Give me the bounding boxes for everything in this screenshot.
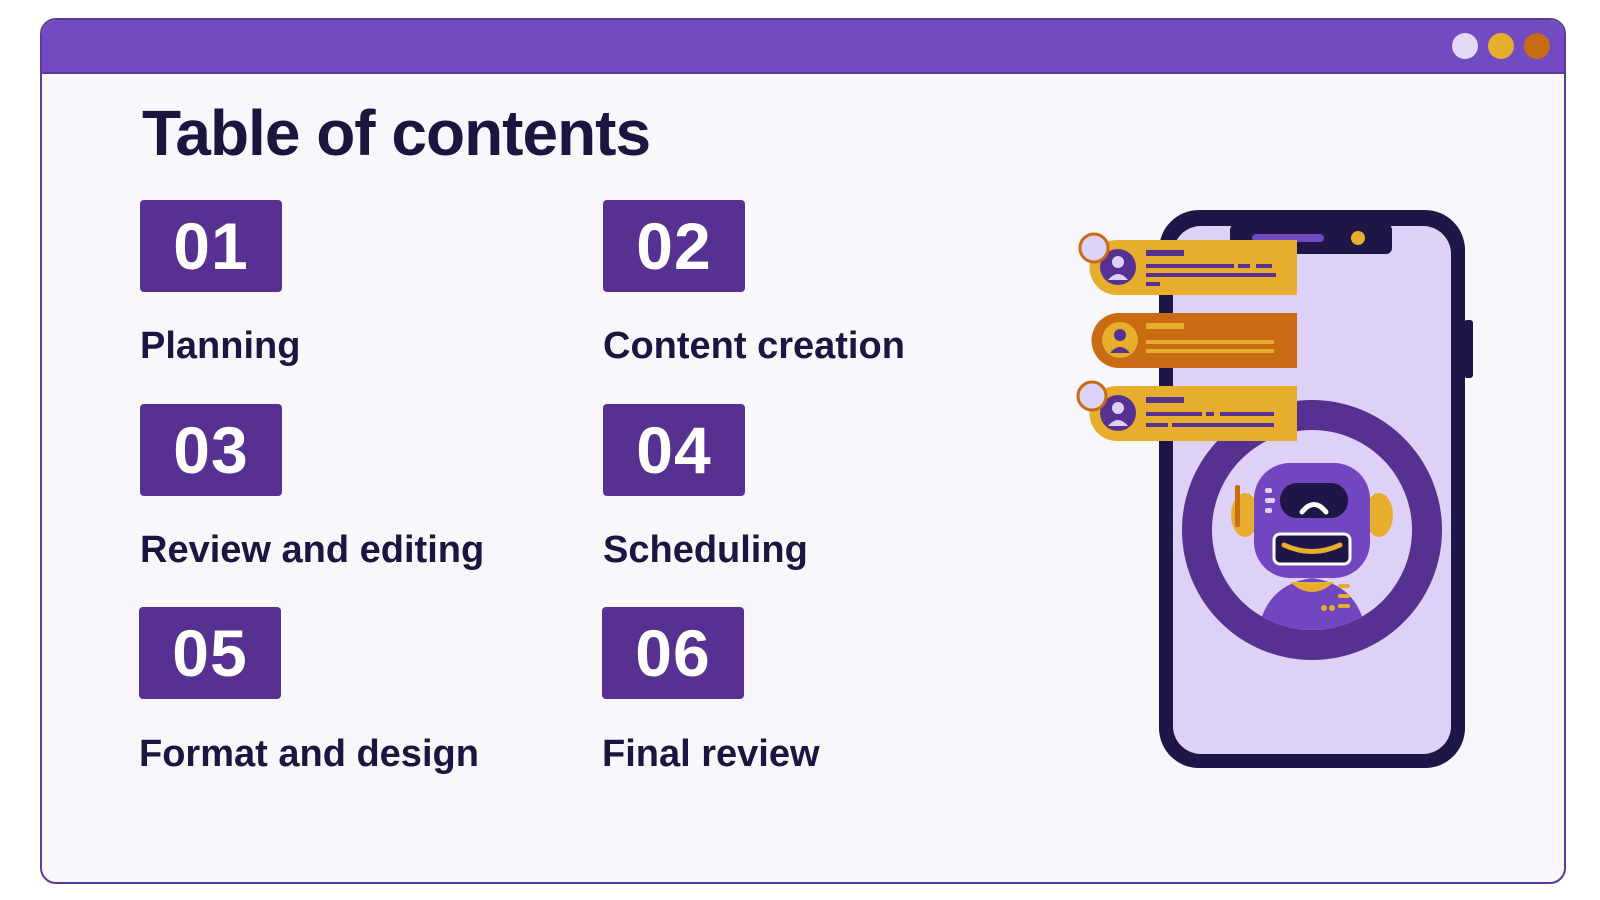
toc-label-final-review[interactable]: Final review [602, 733, 820, 775]
page-title: Table of contents [142, 97, 651, 169]
robot-icon [1182, 400, 1442, 660]
toc-label-scheduling[interactable]: Scheduling [603, 529, 808, 571]
toc-number-05: 05 [139, 607, 281, 699]
toc-number-04: 04 [603, 404, 745, 496]
chat-bubble-icon [1076, 380, 1297, 441]
toc-label-planning[interactable]: Planning [140, 325, 301, 367]
toc-label-review-and-editing[interactable]: Review and editing [140, 529, 485, 571]
toc-label-content-creation[interactable]: Content creation [603, 325, 905, 367]
window-dot-yellow-icon[interactable] [1488, 33, 1514, 59]
toc-number-06: 06 [602, 607, 744, 699]
chat-bubble-icon [1078, 232, 1297, 295]
window-titlebar [42, 20, 1564, 74]
toc-number-03: 03 [140, 404, 282, 496]
window-dot-light-icon[interactable] [1452, 33, 1478, 59]
toc-number-02: 02 [603, 200, 745, 292]
toc-number-01: 01 [140, 200, 282, 292]
phone-chatbot-illustration [1076, 210, 1473, 768]
slide-window: Table of contents 01 Planning 02 Content… [40, 18, 1566, 884]
chat-bubble-icon [1091, 313, 1297, 368]
toc-label-format-and-design[interactable]: Format and design [139, 733, 479, 775]
window-dot-orange-icon[interactable] [1524, 33, 1550, 59]
